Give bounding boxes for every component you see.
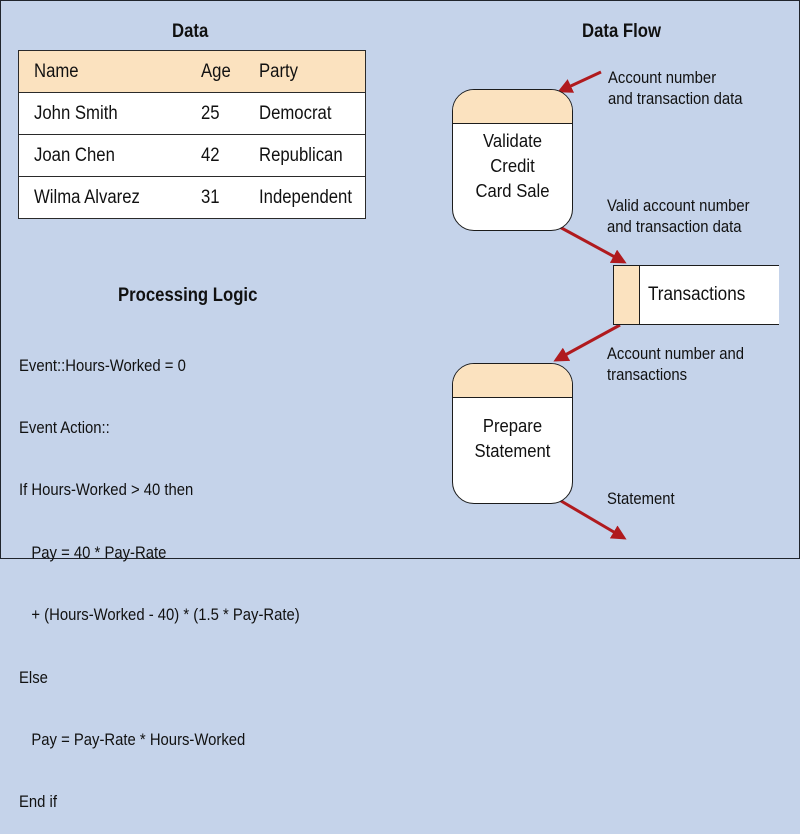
process-header [453, 90, 572, 124]
logic-line: Pay = Pay-Rate * Hours-Worked [19, 730, 246, 749]
cell-name: Wilma Alvarez [18, 176, 201, 219]
logic-line: End if [19, 793, 57, 812]
logic-line: If Hours-Worked > 40 then [19, 481, 194, 500]
arrow-output [555, 496, 627, 540]
cell-age: 25 [200, 92, 260, 135]
cell-name: Joan Chen [18, 134, 201, 177]
logic-line: Event Action:: [19, 418, 110, 437]
process-header [453, 364, 572, 398]
arrow-to-prepare [553, 323, 621, 362]
arrow-input [557, 70, 602, 93]
table-row: Joan Chen 42 Republican [18, 134, 366, 177]
column-header-age: Age [200, 50, 260, 93]
data-table: Name Age Party John Smith 25 Democrat Jo… [18, 50, 366, 219]
process-label: Validate Credit Card Sale [475, 130, 550, 201]
data-heading: Data [172, 21, 209, 42]
process-prepare-statement: Prepare Statement [452, 363, 573, 504]
flow-label-input: Account number and transaction data [608, 69, 743, 108]
logic-line: Event::Hours-Worked = 0 [19, 356, 186, 375]
column-header-party: Party [259, 50, 366, 93]
flow-label-to-prepare: Account number and transactions [607, 345, 745, 384]
cell-party: Democrat [259, 92, 366, 135]
flow-label-valid: Valid account number and transaction dat… [607, 197, 750, 236]
processing-logic-heading: Processing Logic [118, 285, 258, 306]
data-store-id-tab [614, 266, 640, 324]
arrow-valid [555, 223, 627, 264]
data-store-transactions: Transactions [613, 265, 779, 325]
cell-name: John Smith [18, 92, 201, 135]
cell-age: 31 [200, 176, 260, 219]
logic-line: + (Hours-Worked - 40) * (1.5 * Pay-Rate) [19, 606, 300, 625]
cell-age: 42 [200, 134, 260, 177]
logic-line: Else [19, 668, 48, 687]
data-store-label: Transactions [648, 284, 746, 305]
flow-arrows [553, 70, 627, 540]
table-header-row: Name Age Party [18, 50, 366, 93]
logic-line: Pay = 40 * Pay-Rate [19, 543, 167, 562]
flow-label-output: Statement [607, 490, 675, 508]
process-validate-credit-card-sale: Validate Credit Card Sale [452, 89, 573, 231]
table-row: Wilma Alvarez 31 Independent [18, 176, 366, 219]
cell-party: Independent [259, 176, 366, 219]
data-flow-heading: Data Flow [582, 21, 661, 42]
process-label: Prepare Statement [474, 415, 551, 461]
table-row: John Smith 25 Democrat [18, 92, 366, 135]
cell-party: Republican [259, 134, 366, 177]
